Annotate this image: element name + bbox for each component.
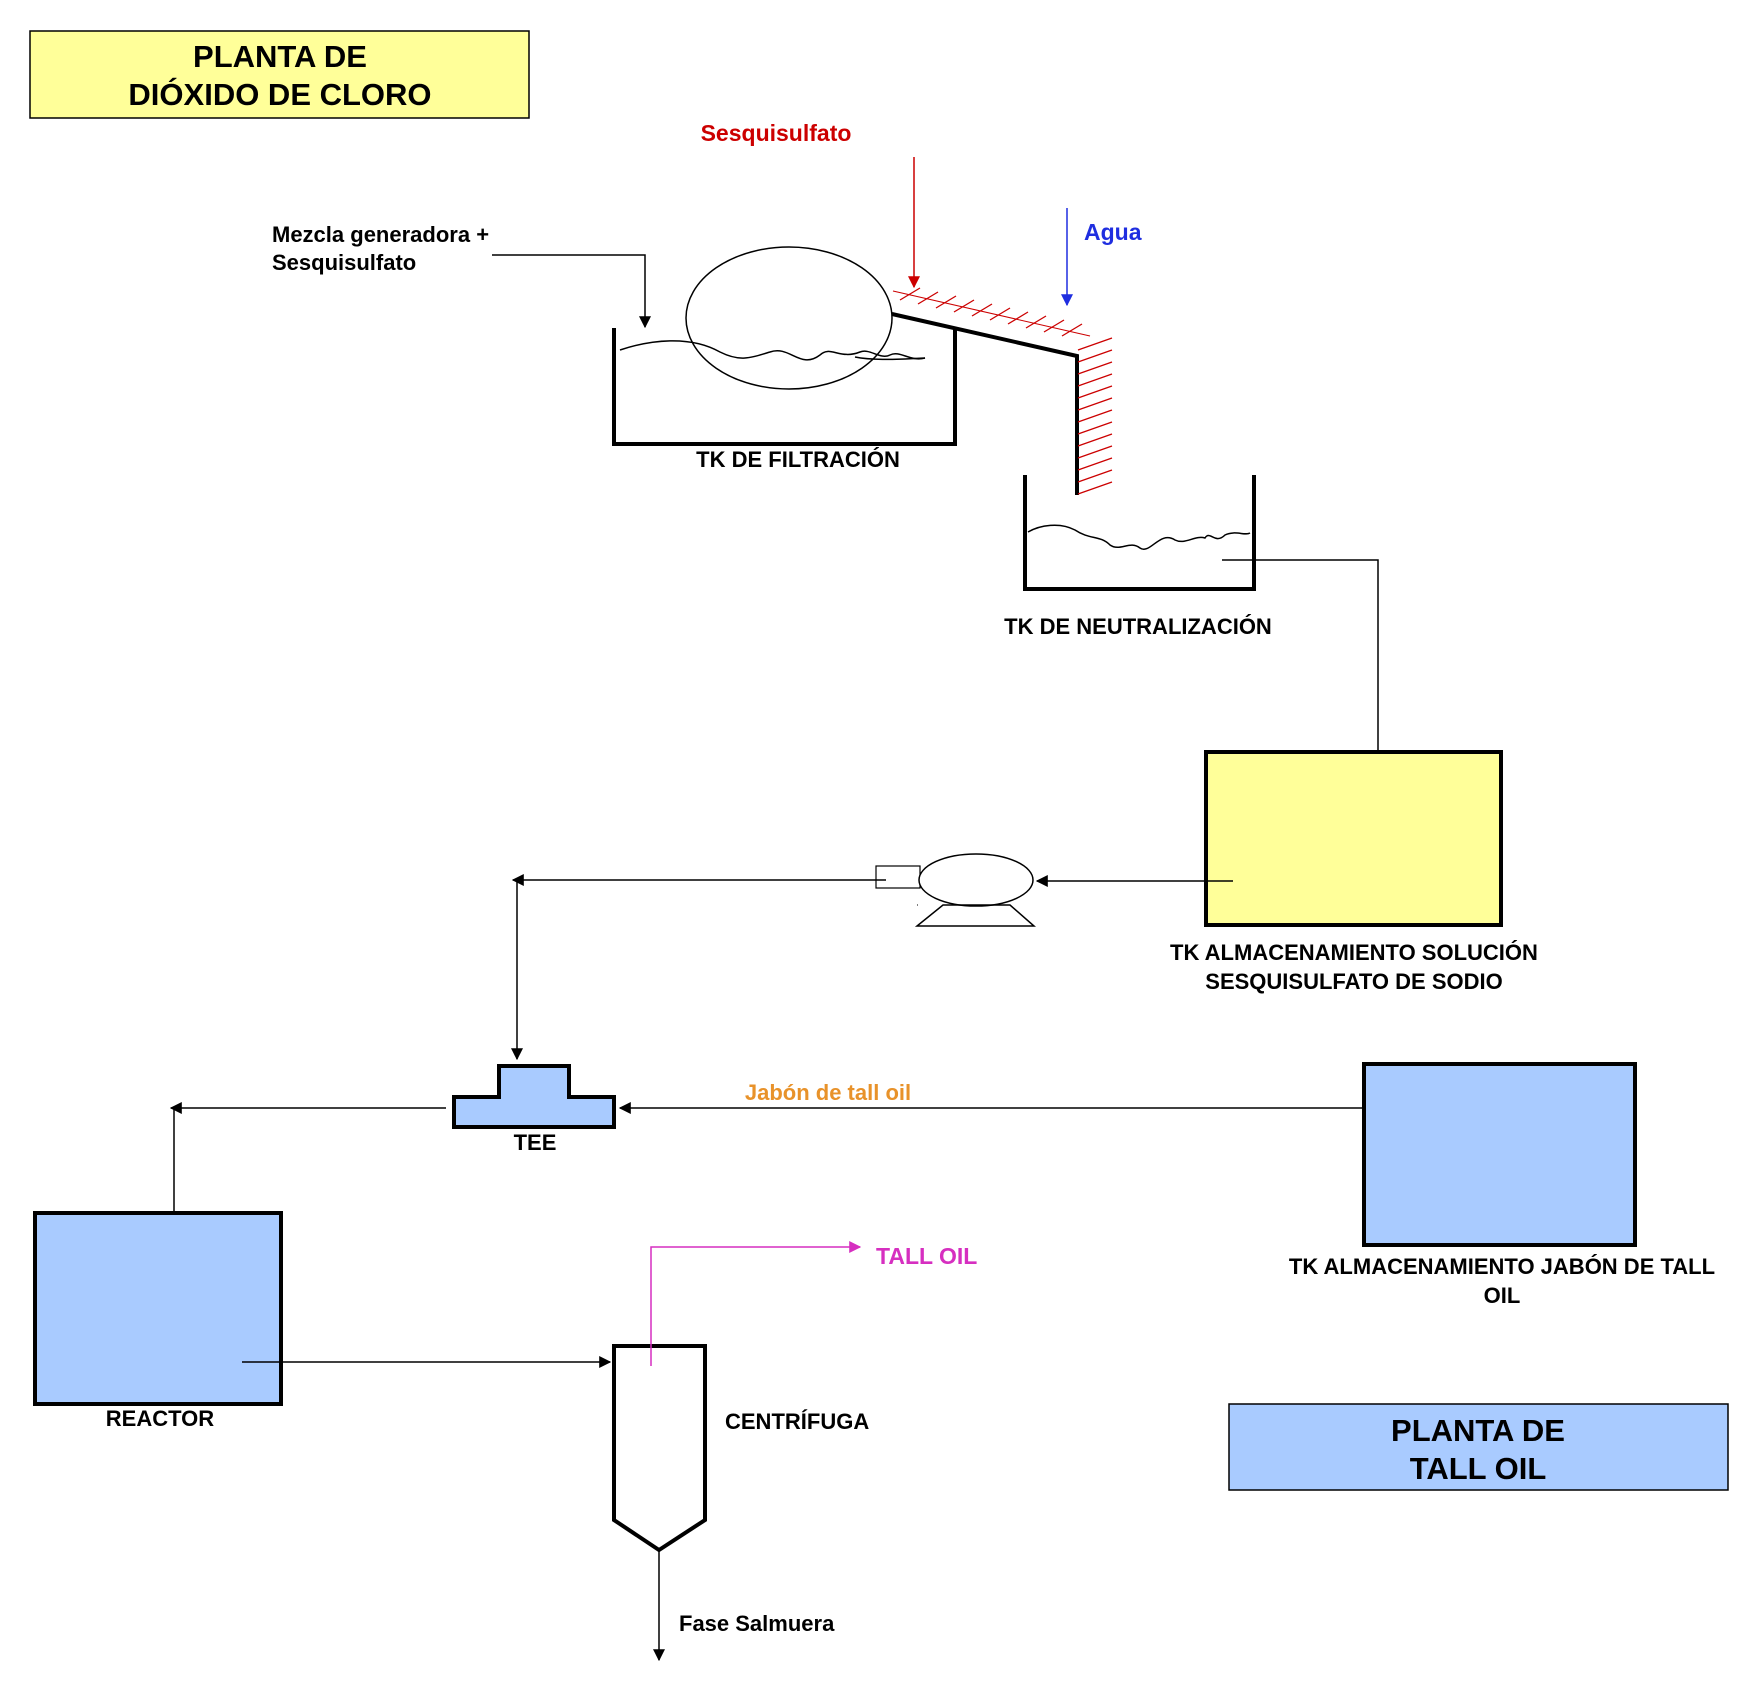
reactor xyxy=(33,1211,283,1406)
tee-fitting xyxy=(452,1064,616,1129)
agua-label: Agua xyxy=(1084,219,1142,245)
tall-oil-label: TALL OIL xyxy=(876,1243,977,1269)
transfer-chute xyxy=(891,287,1113,495)
tk-sesquisulfato-label-line1: TK ALMACENAMIENTO SOLUCIÓN xyxy=(1170,940,1538,965)
sesquisulfato-label: Sesquisulfato xyxy=(701,120,852,146)
mezcla-label-line1: Mezcla generadora + xyxy=(272,222,489,247)
tk-neutralizacion-label: TK DE NEUTRALIZACIÓN xyxy=(1004,614,1272,639)
dioxide-plant-title-line1: PLANTA DE xyxy=(193,39,367,74)
pump-to-tee-pipe xyxy=(511,879,886,1061)
tk-jabon-label-line2: OIL xyxy=(1484,1283,1521,1308)
tk-sesquisulfato-storage xyxy=(1204,750,1503,927)
tall-oil-plant-title-line1: PLANTA DE xyxy=(1391,1413,1565,1448)
centrifuga xyxy=(612,1344,707,1553)
tk-sesquisulfato-label-line2: SESQUISULFATO DE SODIO xyxy=(1205,969,1502,994)
tk-jabon-label-line1: TK ALMACENAMIENTO JABÓN DE TALL xyxy=(1289,1254,1715,1279)
rotary-filter-drum xyxy=(685,246,893,390)
tk-neutralizacion xyxy=(1023,475,1256,591)
pump-icon xyxy=(875,853,1036,927)
dioxide-plant-title-box: PLANTA DE DIÓXIDO DE CLORO xyxy=(29,30,530,119)
neutralizacion-to-storage-pipe xyxy=(1222,559,1384,843)
dioxide-plant-title-line2: DIÓXIDO DE CLORO xyxy=(128,76,431,112)
fase-salmuera-label: Fase Salmuera xyxy=(679,1611,835,1636)
tk-filtracion xyxy=(612,328,957,446)
tall-oil-plant-title-box: PLANTA DE TALL OIL xyxy=(1228,1403,1729,1491)
tall-oil-outlet-pipe xyxy=(650,1241,862,1366)
tee-label: TEE xyxy=(514,1130,557,1155)
tall-oil-plant-title-line2: TALL OIL xyxy=(1410,1451,1547,1486)
reactor-label: REACTOR xyxy=(106,1406,214,1431)
tk-filtracion-label: TK DE FILTRACIÓN xyxy=(696,447,900,472)
centrifuga-label: CENTRÍFUGA xyxy=(725,1409,869,1434)
mezcla-feed-arrow xyxy=(492,254,651,329)
mezcla-label-line2: Sesquisulfato xyxy=(272,250,416,275)
tk-jabon-storage xyxy=(1362,1062,1637,1247)
jabon-tall-oil-label: Jabón de tall oil xyxy=(745,1080,911,1105)
